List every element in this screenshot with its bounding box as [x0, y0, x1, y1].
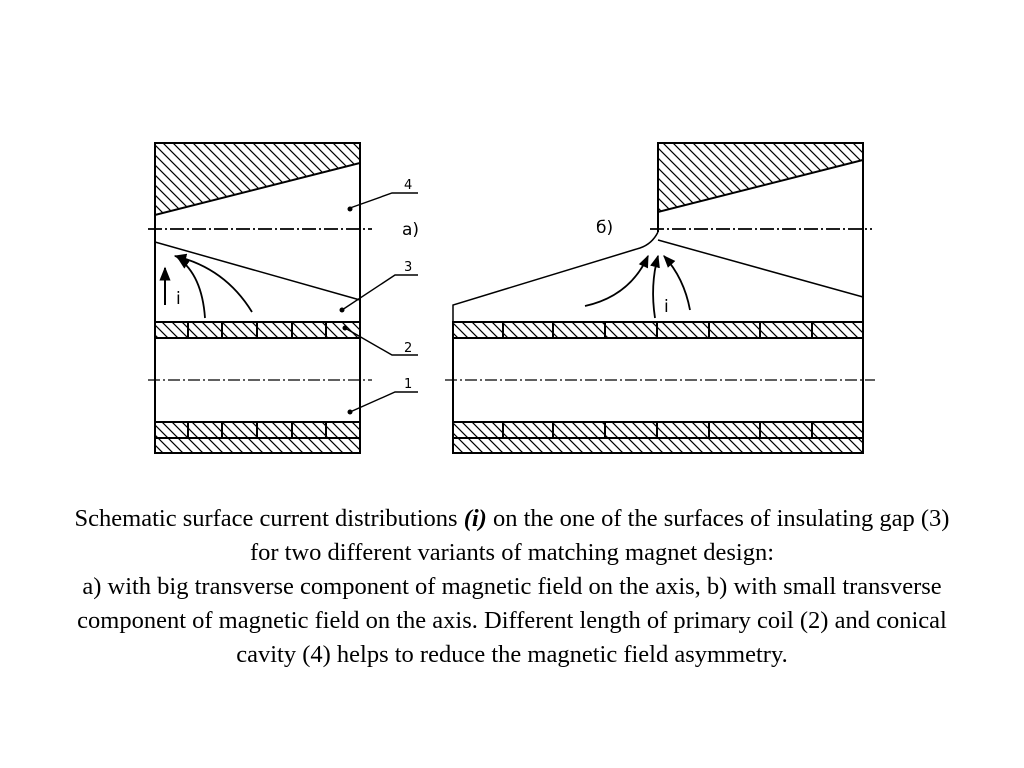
gap-profile-b [452, 231, 659, 322]
variant-a-label: a) [402, 220, 419, 240]
leader-line-4 [349, 192, 418, 209]
conical-cavity-b [657, 142, 864, 214]
bottom-band-a [154, 437, 361, 454]
leader-line-3 [341, 274, 418, 311]
magnet-schematic-diagram: a) б) i i 4 3 2 1 [148, 142, 875, 454]
bottom-band-b [452, 437, 864, 454]
current-label-b: i [664, 297, 669, 317]
current-label-a: i [176, 289, 181, 309]
part-label-2: 2 [404, 341, 412, 356]
conical-cavity-a [154, 142, 361, 217]
caption-part2: on the one of the surfaces of insulating… [249, 505, 950, 566]
current-arrow-b-left [584, 254, 649, 307]
part-label-3: 3 [404, 260, 412, 275]
part-label-1: 1 [404, 377, 412, 392]
current-arrow-a-outer [173, 253, 253, 313]
leader-line-1 [349, 391, 418, 413]
variant-b-label: б) [596, 218, 613, 238]
variant-b-drawing [445, 142, 875, 454]
leader-line-2 [344, 327, 418, 356]
current-arrow-b-right [663, 255, 691, 311]
figure-caption: Schematic surface current distributions … [60, 502, 964, 672]
part-label-4: 4 [404, 178, 412, 193]
variant-a-drawing [148, 142, 418, 454]
coil-segments-a [187, 322, 327, 438]
gap-cone-line-a [154, 241, 361, 301]
caption-current-symbol: (i) [463, 505, 487, 532]
current-arrow-b-middle [650, 254, 660, 319]
caption-part3: a) with big transverse component of magn… [77, 573, 947, 668]
caption-part1: Schematic surface current distributions [74, 505, 464, 532]
current-arrow-a-inner [176, 257, 206, 319]
leader-dots [339, 206, 353, 415]
coil-segments-b [502, 322, 813, 438]
